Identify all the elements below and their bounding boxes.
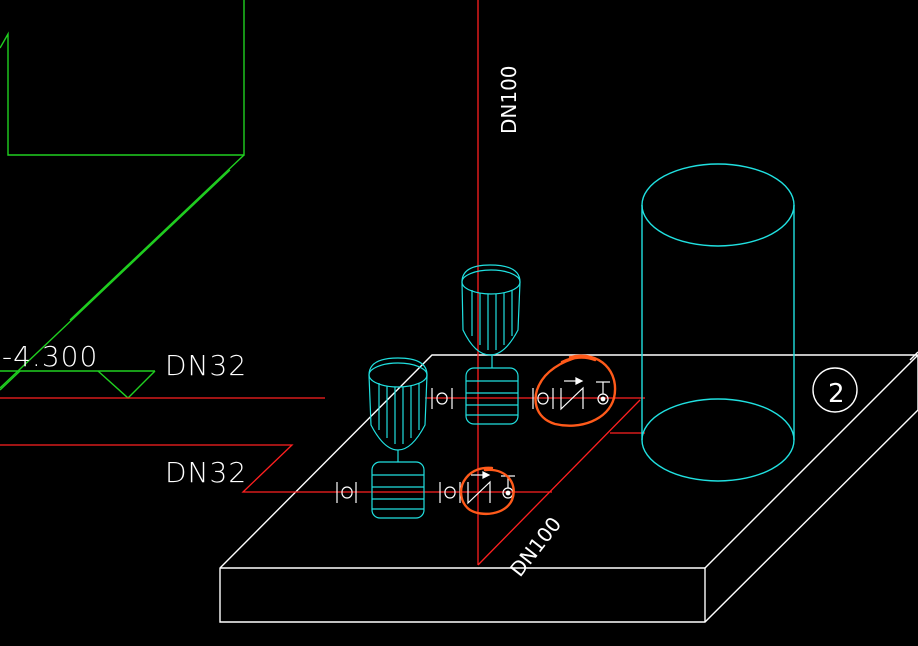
markup-annotations xyxy=(459,354,617,516)
structure-wall xyxy=(0,0,245,156)
item-marker: 2 xyxy=(812,367,858,413)
pump-lower xyxy=(368,357,428,519)
structure-slope-1 xyxy=(69,154,245,321)
gate-valve-icon xyxy=(336,482,357,503)
item-marker-circle xyxy=(812,367,858,413)
structure-outline xyxy=(0,0,245,399)
pump-upper-motor-cap xyxy=(461,269,521,295)
tank-bottom xyxy=(641,398,795,482)
structure-slope-3 xyxy=(0,370,21,391)
storage-tank xyxy=(641,163,795,482)
pump-upper-motor xyxy=(461,264,521,356)
hand-drawn-circle-icon xyxy=(459,466,515,516)
gate-valve-icon xyxy=(431,388,453,409)
elevation-triangle xyxy=(97,370,156,399)
slab-edge-back xyxy=(909,351,918,361)
dn100-diagonal-label: DN100 xyxy=(505,512,566,581)
piping xyxy=(0,0,645,566)
check-valve-icon xyxy=(467,471,491,505)
dn32-upper-label: DN32 xyxy=(165,349,247,382)
gauge-icon xyxy=(596,381,610,405)
check-valve-icon xyxy=(560,377,584,411)
slab-edge-right xyxy=(704,354,918,569)
gate-valve-icon xyxy=(532,388,554,409)
pump-lower-motor xyxy=(368,357,428,451)
item-marker-number: 2 xyxy=(828,379,845,409)
fittings xyxy=(336,377,610,505)
hand-drawn-circle-icon xyxy=(534,354,617,427)
dn32-lower-label: DN32 xyxy=(165,456,247,489)
pump-upper xyxy=(461,264,521,425)
slab-top-face xyxy=(219,354,918,623)
dn100-header xyxy=(477,399,641,566)
tank-top xyxy=(641,163,795,247)
base-slab xyxy=(219,351,918,623)
elevation-label: -4.300 xyxy=(2,340,98,373)
structure-slope-2 xyxy=(0,169,231,389)
pump-lower-motor-cap xyxy=(368,362,428,388)
dn32-lower-pipe xyxy=(0,444,345,493)
dn100-vertical-label: DN100 xyxy=(497,65,521,134)
